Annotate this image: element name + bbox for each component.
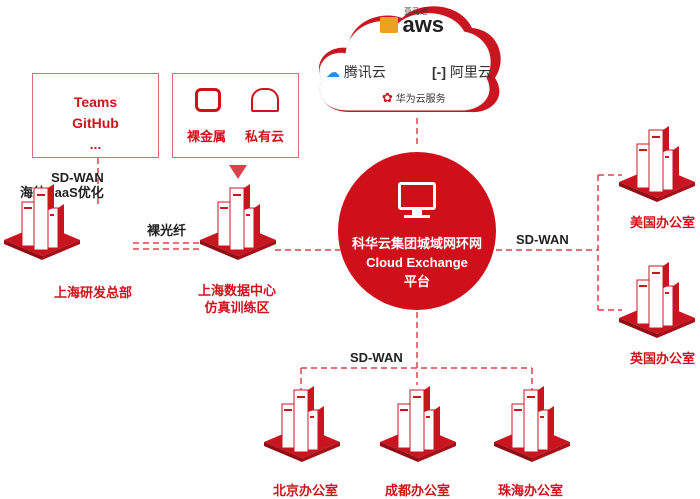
bare-metal-icon — [195, 88, 221, 112]
tencent-cloud-logo: ☁ 腾讯云 — [326, 64, 386, 80]
saas-box: Teams GitHub ... — [32, 73, 159, 158]
public-cloud — [318, 6, 501, 113]
site-label-zh: 珠海办公室 — [498, 483, 564, 498]
aws-cubes-icon — [380, 17, 398, 33]
fiber-link-label: 裸光纤 — [147, 223, 187, 238]
aws-logo: aws 亚马逊 — [380, 7, 444, 38]
building-icon-sh-hq — [3, 183, 81, 260]
aliyun-bracket-icon: [-] — [432, 64, 446, 80]
private-cloud-icon — [251, 88, 279, 112]
huawei-logo: ✿ 华为云服务 — [382, 90, 446, 105]
building-icon-zh — [493, 385, 571, 462]
building-icon-bj — [263, 385, 341, 462]
arrow-down-icon — [229, 165, 247, 179]
overseas-link-label: SD-WAN — [516, 232, 569, 247]
site-label-cd: 成都办公室 — [385, 483, 451, 498]
building-icon-us — [618, 125, 696, 202]
site-label-sh-dc: 上海数据中心 仿真训练区 — [198, 283, 277, 315]
tencent-cloud-icon: ☁ — [326, 64, 340, 80]
monitor-icon — [398, 182, 436, 210]
infra-box: 裸金属 私有云 — [172, 73, 299, 158]
site-label-us: 美国办公室 — [630, 215, 696, 230]
site-label-sh-hq: 上海研发总部 — [54, 285, 133, 300]
building-icon-cd — [379, 385, 457, 462]
cloud-exchange-platform: 科华云集团城域网环网 Cloud Exchange 平台 — [338, 152, 496, 310]
huawei-petal-icon: ✿ — [382, 90, 393, 105]
site-label-bj: 北京办公室 — [273, 483, 339, 498]
domestic-link-label: SD-WAN — [350, 350, 403, 365]
building-icon-uk — [618, 261, 696, 338]
aliyun-logo: [-] 阿里云 — [432, 64, 492, 80]
site-label-uk: 英国办公室 — [630, 351, 696, 366]
building-icon-sh-dc — [199, 183, 277, 260]
